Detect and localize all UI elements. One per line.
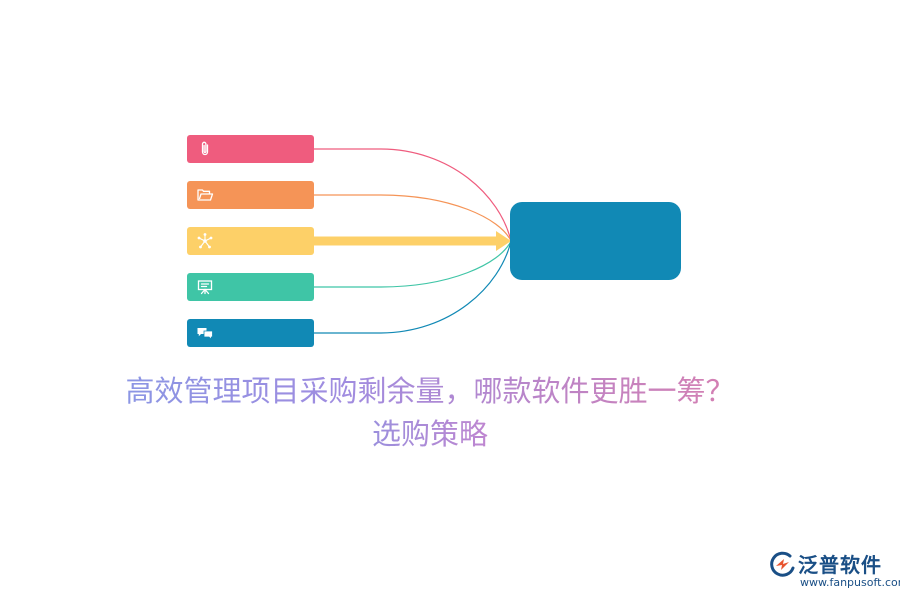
brand-mark-icon	[768, 550, 798, 580]
central-topic-node	[510, 202, 681, 280]
network-icon	[195, 231, 215, 251]
folder-icon	[195, 185, 215, 205]
brand-url: www.fanpusoft.com	[800, 576, 900, 589]
presentation-board-icon	[195, 277, 215, 297]
mind-map-item-presentation	[187, 273, 314, 301]
page-title: 高效管理项目采购剩余量，哪款软件更胜一筹？	[0, 371, 860, 411]
connector-line-4	[314, 240, 512, 334]
brand-logo: 泛普软件 www.fanpusoft.com	[762, 548, 900, 592]
mind-map-item-network	[187, 227, 314, 255]
connector-line-0	[314, 148, 512, 242]
page-subtitle: 选购策略	[0, 414, 860, 454]
paperclip-icon	[195, 139, 215, 159]
mind-map-item-attachment	[187, 135, 314, 163]
chat-bubbles-icon	[195, 323, 215, 343]
highlight-arrowhead	[496, 231, 511, 251]
mind-map-item-discussion	[187, 319, 314, 347]
mind-map-item-folder	[187, 181, 314, 209]
connector-line-3	[314, 240, 512, 288]
brand-name: 泛普软件	[798, 553, 882, 577]
connector-line-1	[314, 194, 512, 242]
